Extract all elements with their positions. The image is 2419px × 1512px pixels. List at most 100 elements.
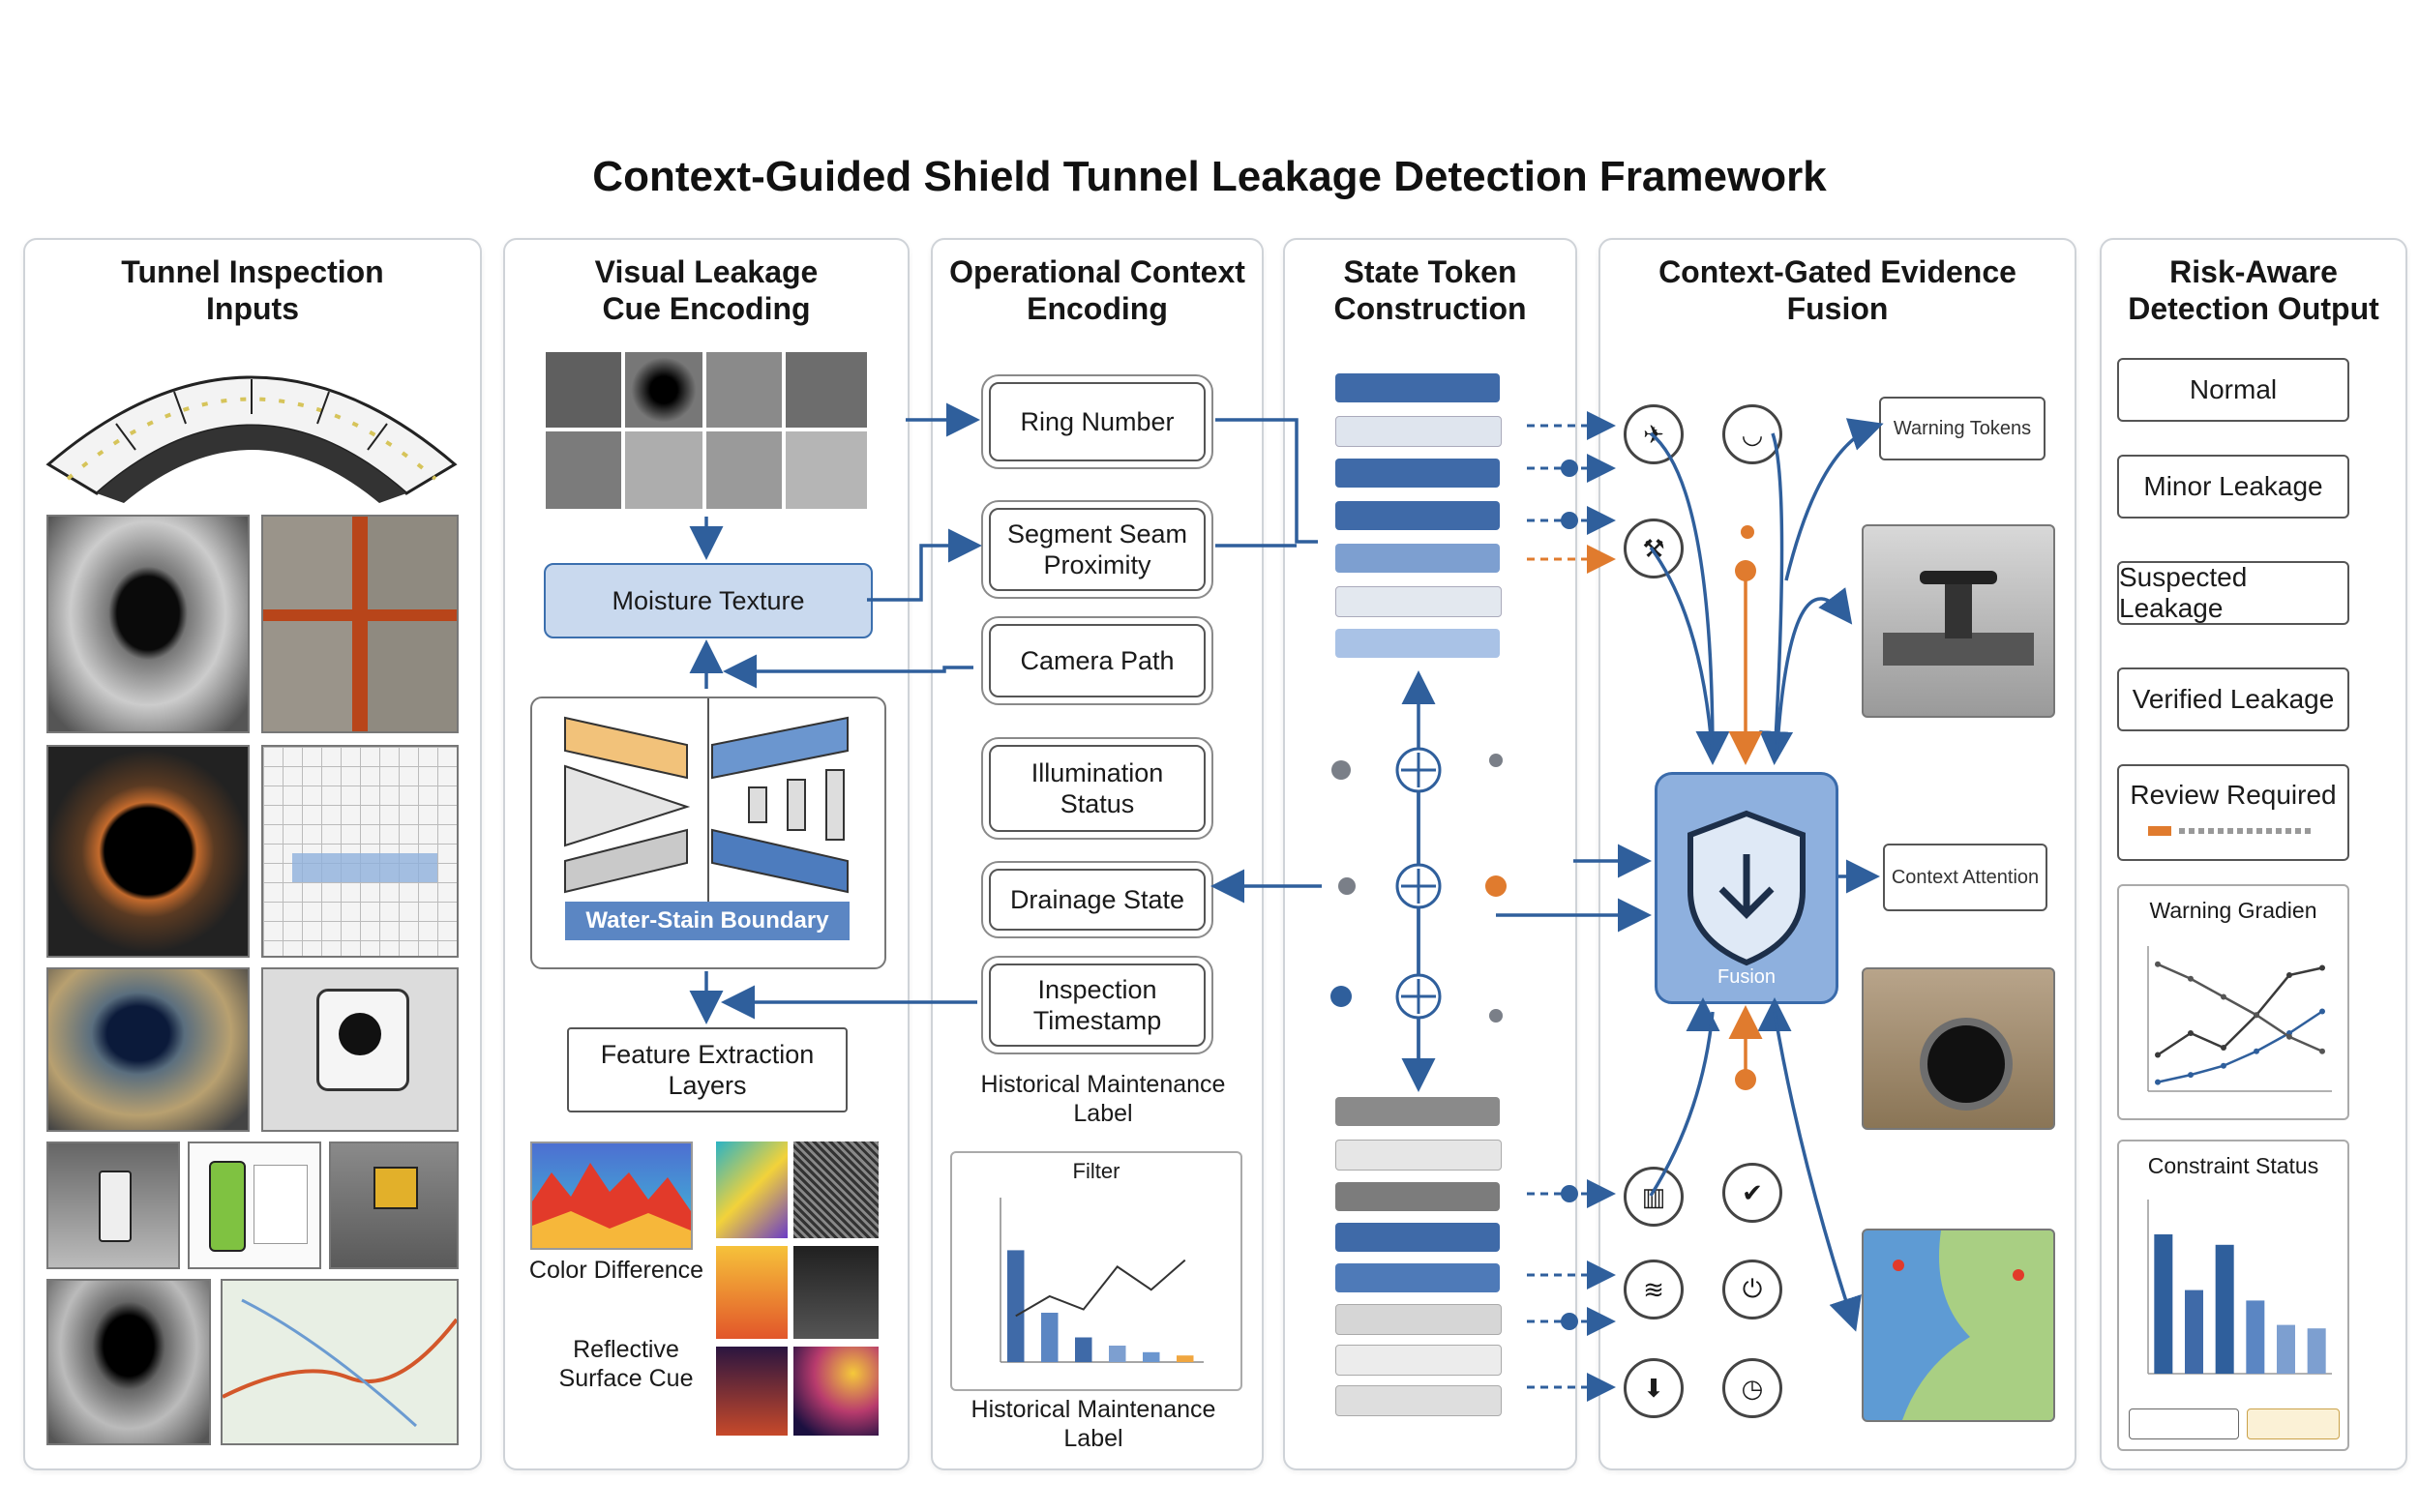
filter-chart-title: Filter bbox=[1072, 1159, 1120, 1183]
device-photo-1 bbox=[46, 1141, 180, 1269]
warning-tokens-box: Warning Tokens bbox=[1879, 397, 2046, 460]
historical-maintenance-label-top: Historical Maintenance Label bbox=[980, 1071, 1226, 1127]
warning-gradient-chart-frame: Warning Gradien bbox=[2117, 884, 2349, 1120]
tunnel-portal-photo bbox=[1862, 967, 2055, 1130]
output-normal: Normal bbox=[2117, 358, 2349, 422]
warning-series-2 bbox=[2157, 1010, 2323, 1083]
feature-extraction-layers-box: Feature Extraction Layers bbox=[567, 1027, 848, 1112]
warning-point-1-6 bbox=[2319, 964, 2325, 971]
panel-title-visual: Visual Leakage Cue Encoding bbox=[594, 254, 819, 326]
state-token-4 bbox=[1335, 501, 1500, 530]
texture-swatch-1 bbox=[716, 1141, 788, 1238]
moisture-texture-box: Moisture Texture bbox=[544, 563, 873, 638]
encoder-block: Water-Stain Boundary bbox=[530, 697, 886, 969]
historical-maintenance-label-bottom: Historical Maintenance Label bbox=[971, 1396, 1216, 1452]
output-suspected-leakage: Suspected Leakage bbox=[2117, 561, 2349, 625]
constraint-bar-2 bbox=[2185, 1290, 2203, 1374]
state-token-15 bbox=[1335, 1385, 1502, 1416]
waves-icon: ≋ bbox=[1624, 1260, 1684, 1319]
visual-photo-grid bbox=[546, 352, 867, 509]
texture-swatch-6 bbox=[793, 1347, 879, 1436]
constraint-status-title: Constraint Status bbox=[2147, 1153, 2319, 1178]
illumination-status-box: Illumination Status bbox=[981, 737, 1213, 840]
filter-bar-5 bbox=[1143, 1351, 1160, 1362]
constraint-legend-1 bbox=[2129, 1408, 2239, 1439]
ring-segment-diagram bbox=[45, 375, 458, 503]
texture-swatch-3 bbox=[716, 1246, 788, 1339]
crack-photo bbox=[261, 515, 459, 733]
graffiti-tunnel-photo bbox=[46, 967, 250, 1132]
camera-path-box: Camera Path bbox=[981, 616, 1213, 705]
state-token-7 bbox=[1335, 629, 1500, 658]
device-photo-2 bbox=[188, 1141, 321, 1269]
inspection-timestamp-box: Inspection Timestamp bbox=[981, 956, 1213, 1054]
texture-swatch-4 bbox=[793, 1246, 879, 1339]
check-icon: ✔ bbox=[1722, 1163, 1782, 1223]
grid-map-photo bbox=[261, 745, 459, 958]
diagram-title: Context-Guided Shield Tunnel Leakage Det… bbox=[592, 153, 1827, 200]
camera-photo bbox=[261, 967, 459, 1132]
reflective-surface-cue-label: Reflective Surface Cue bbox=[558, 1336, 694, 1392]
warning-series-3 bbox=[2157, 963, 2323, 1052]
state-token-14 bbox=[1335, 1345, 1502, 1376]
route-map-photo bbox=[221, 1279, 459, 1445]
warning-point-2-2 bbox=[2188, 1072, 2194, 1079]
warning-point-1-3 bbox=[2221, 1045, 2226, 1051]
output-verified-leakage: Verified Leakage bbox=[2117, 667, 2349, 731]
filter-bar-3 bbox=[1075, 1337, 1092, 1362]
warning-point-3-5 bbox=[2286, 1033, 2292, 1040]
panel-title-tokens: State Token Construction bbox=[1333, 254, 1527, 326]
state-token-2 bbox=[1335, 416, 1502, 447]
state-token-3 bbox=[1335, 459, 1500, 488]
state-token-9 bbox=[1335, 1140, 1502, 1171]
constraint-bar-5 bbox=[2277, 1324, 2295, 1374]
state-token-10 bbox=[1335, 1182, 1500, 1211]
valve-photo bbox=[1862, 524, 2055, 718]
warning-point-2-6 bbox=[2319, 1008, 2325, 1015]
rail-tunnel-photo bbox=[46, 1279, 211, 1445]
warning-point-1-1 bbox=[2155, 1052, 2161, 1058]
warning-point-3-1 bbox=[2155, 961, 2161, 967]
warning-point-3-6 bbox=[2319, 1048, 2325, 1054]
warning-series-1 bbox=[2157, 966, 2323, 1056]
panel-title-context: Operational Context Encoding bbox=[949, 254, 1245, 326]
state-token-5 bbox=[1335, 544, 1500, 573]
output-review-required: Review Required bbox=[2117, 764, 2349, 861]
constraint-status-chart-frame: Constraint Status bbox=[2117, 1140, 2349, 1451]
constraint-bar-6 bbox=[2307, 1328, 2326, 1374]
warning-gradient-title: Warning Gradien bbox=[2149, 898, 2317, 923]
panel-title-output: Risk-Aware Detection Output bbox=[2128, 254, 2379, 326]
context-attention-box: Context Attention bbox=[1883, 844, 2047, 911]
color-difference-label: Color Difference bbox=[528, 1257, 704, 1284]
state-token-1 bbox=[1335, 373, 1500, 402]
texture-swatch-2 bbox=[793, 1141, 879, 1238]
ring-number-box: Ring Number bbox=[981, 374, 1213, 469]
bar-chart-icon: ▥ bbox=[1624, 1167, 1684, 1227]
state-token-6 bbox=[1335, 586, 1502, 617]
state-token-11 bbox=[1335, 1223, 1500, 1252]
bucket-icon: ◡ bbox=[1722, 404, 1782, 464]
constraint-bar-4 bbox=[2246, 1300, 2265, 1374]
constraint-bar-3 bbox=[2215, 1244, 2234, 1374]
tunnel-photo-1 bbox=[46, 515, 250, 733]
filter-chart-frame: Filter bbox=[950, 1151, 1242, 1391]
warning-point-2-3 bbox=[2221, 1062, 2226, 1069]
constraint-bar-1 bbox=[2154, 1234, 2173, 1374]
constraint-status-chart bbox=[2147, 1200, 2332, 1375]
drainage-state-box: Drainage State bbox=[981, 861, 1213, 938]
warning-point-2-1 bbox=[2155, 1079, 2161, 1085]
warning-point-3-2 bbox=[2188, 975, 2194, 982]
tunnel-ring-photo bbox=[46, 745, 250, 958]
filter-chart bbox=[1000, 1198, 1204, 1363]
clock-icon: ◷ bbox=[1722, 1358, 1782, 1418]
fusion-module: Fusion bbox=[1655, 772, 1838, 1004]
state-token-12 bbox=[1335, 1263, 1500, 1292]
filter-trend-line bbox=[1015, 1259, 1186, 1318]
warning-point-1-2 bbox=[2188, 1030, 2194, 1036]
warning-point-2-4 bbox=[2254, 1048, 2259, 1054]
state-token-8 bbox=[1335, 1097, 1500, 1126]
download-icon: ⬇ bbox=[1624, 1358, 1684, 1418]
warning-point-3-4 bbox=[2254, 1012, 2259, 1019]
review-required-label: Review Required bbox=[2130, 780, 2337, 810]
warning-point-1-5 bbox=[2286, 972, 2292, 978]
